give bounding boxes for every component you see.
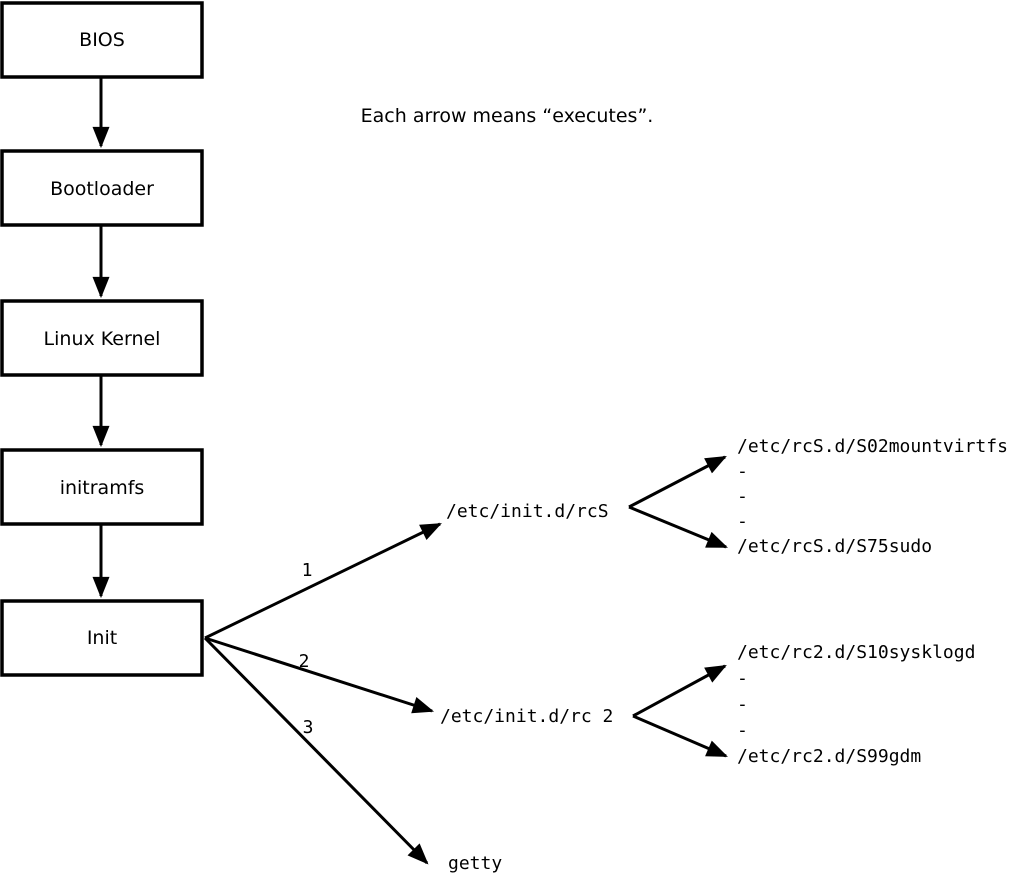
rcs-ellipsis-dash-2: -: [737, 486, 748, 507]
node-linux-kernel: Linux Kernel: [0, 299, 204, 377]
initramfs-label: initramfs: [60, 477, 145, 499]
arrow-init-to-rc2: [204, 636, 435, 714]
rcs-script-first: /etc/rcS.d/S02mountvirtfs: [737, 436, 1008, 457]
bios-label: BIOS: [79, 29, 125, 51]
rcs-ellipsis-dash-1: -: [737, 461, 748, 482]
init-box: [0, 599, 204, 677]
order-label-3: 3: [303, 717, 314, 738]
rcs-label: /etc/init.d/rcS: [446, 501, 609, 522]
rcs-script-last: /etc/rcS.d/S75sudo: [737, 536, 932, 557]
node-bios: BIOS: [0, 1, 204, 79]
rcs-ellipsis-dash-3: -: [737, 511, 748, 532]
init-label: Init: [87, 627, 117, 649]
rc2-ellipsis-dash-3: -: [737, 720, 748, 741]
rc2-script-first: /etc/rc2.d/S10sysklogd: [737, 642, 975, 663]
node-bootloader: Bootloader: [0, 149, 204, 227]
arrow-rcs-to-s75sudo: [628, 505, 728, 549]
initramfs-box: [0, 448, 204, 526]
caption-text: Each arrow means “executes”.: [361, 105, 654, 127]
rc2-label: /etc/init.d/rc 2: [440, 706, 613, 727]
bios-box: [0, 1, 204, 79]
rc2-ellipsis-dash-1: -: [737, 668, 748, 689]
node-init: Init: [0, 599, 204, 677]
node-initramfs: initramfs: [0, 448, 204, 526]
arrow-rc2-to-s10sysklogd: [632, 664, 727, 718]
rc2-script-last: /etc/rc2.d/S99gdm: [737, 746, 921, 767]
getty-label: getty: [448, 853, 502, 874]
order-label-2: 2: [299, 651, 310, 672]
order-label-1: 1: [302, 560, 313, 581]
bootloader-label: Bootloader: [50, 178, 154, 200]
linux-kernel-label: Linux Kernel: [44, 328, 161, 350]
arrow-init-to-getty: [203, 636, 429, 865]
arrow-rcs-to-s02mountvirtfs: [628, 455, 727, 509]
bootloader-box: [0, 149, 204, 227]
rc2-ellipsis-dash-2: -: [737, 694, 748, 715]
arrow-rc2-to-s99gdm: [632, 714, 728, 758]
arrow-init-to-rcs: [204, 522, 442, 640]
